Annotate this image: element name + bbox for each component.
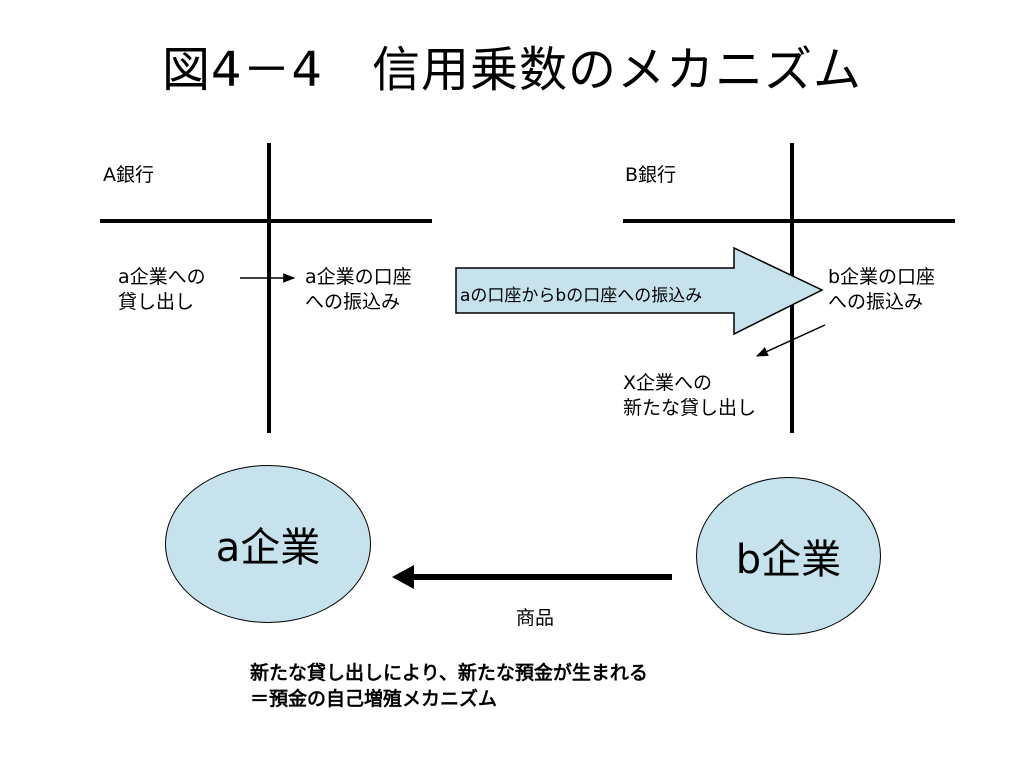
bank-b-account-horizontal-line bbox=[623, 219, 955, 223]
bank-b-deposit-line-2: への振込み bbox=[828, 291, 924, 313]
new-loan-line-2: 新たな貸し出し bbox=[623, 397, 757, 419]
bank-b-deposit-line-1: b企業の口座 bbox=[828, 266, 936, 288]
company-a-label: a企業 bbox=[215, 525, 321, 571]
bank-a-account-vertical-line bbox=[267, 143, 271, 433]
new-loan-arrow bbox=[755, 324, 826, 357]
bank-a-deposit-line-1: a企業の口座 bbox=[305, 266, 412, 288]
bank-a-loan-line-1: a企業への bbox=[118, 266, 206, 288]
conclusion-text: 新たな貸し出しにより、新たな預金が生まれる ＝預金の自己増殖メカニズム bbox=[250, 660, 648, 712]
conclusion-line-1: 新たな貸し出しにより、新たな預金が生まれる bbox=[250, 662, 648, 684]
conclusion-line-2: ＝預金の自己増殖メカニズム bbox=[250, 688, 498, 710]
goods-arrow-head bbox=[392, 565, 414, 589]
new-loan-line-1: X企業への bbox=[623, 372, 713, 394]
transfer-block-arrow bbox=[455, 246, 824, 336]
bank-a-deposit-a-label: a企業の口座 への振込み bbox=[305, 265, 412, 315]
goods-label: 商品 bbox=[516, 607, 555, 629]
new-loan-x-label: X企業への 新たな貸し出し bbox=[623, 371, 756, 421]
company-a-circle: a企業 bbox=[165, 465, 371, 623]
bank-a-deposit-line-2: への振込み bbox=[305, 291, 401, 313]
bank-b-deposit-b-label: b企業の口座 への振込み bbox=[828, 265, 935, 315]
bank-b-label: B銀行 bbox=[625, 164, 677, 186]
company-b-label: b企業 bbox=[735, 537, 842, 583]
bank-a-label: A銀行 bbox=[103, 164, 154, 186]
diagram-title: 図4－4 信用乗数のメカニズム bbox=[161, 42, 863, 98]
transfer-arrow-label: aの口座からbの口座への振込み bbox=[460, 286, 703, 306]
bank-a-loan-to-a-label: a企業への 貸し出し bbox=[118, 265, 206, 315]
company-b-circle: b企業 bbox=[696, 477, 881, 635]
bank-a-account-horizontal-line bbox=[100, 219, 432, 223]
bank-a-loan-line-2: 貸し出し bbox=[118, 291, 195, 313]
